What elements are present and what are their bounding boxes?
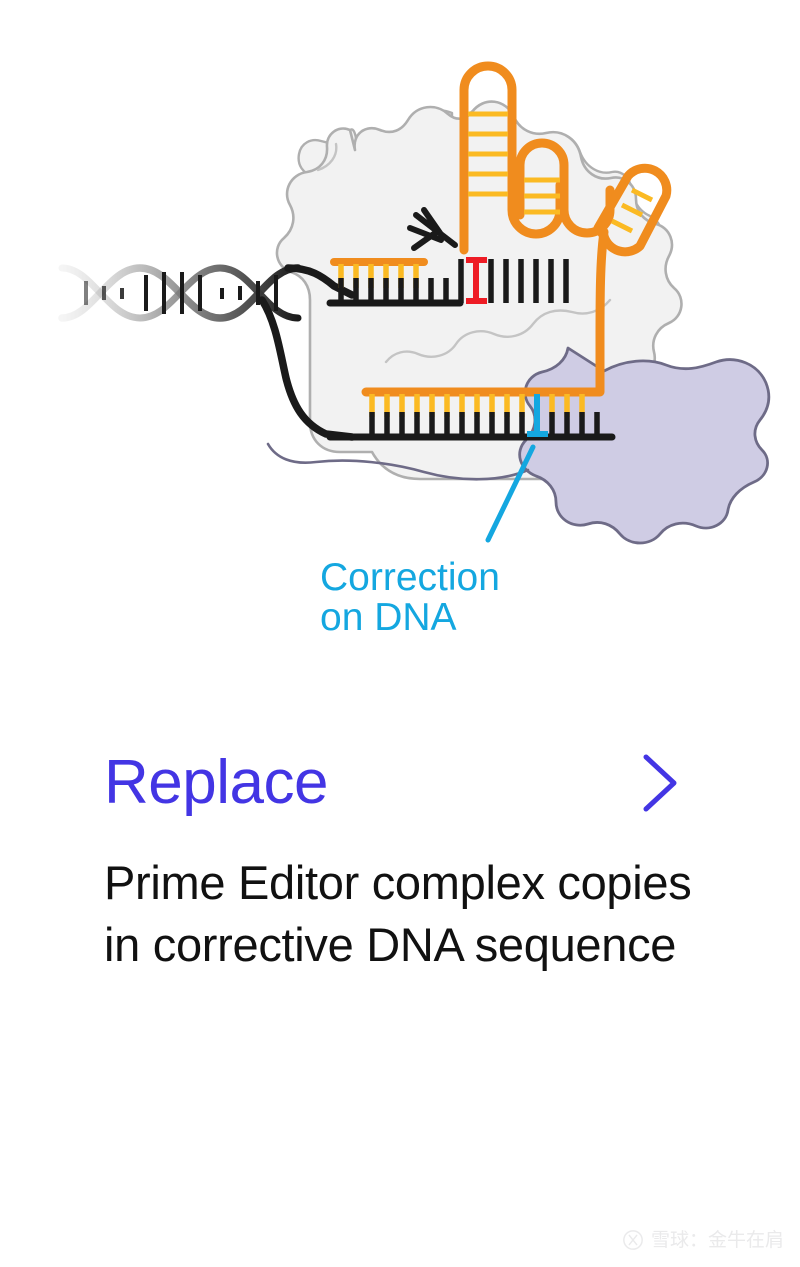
watermark: 雪球：金牛在肩 xyxy=(622,1229,784,1251)
page-title: Replace xyxy=(104,748,328,817)
dna-rungs-upper-bottom xyxy=(338,278,449,302)
correction-label-line1: Correction xyxy=(320,556,500,599)
chevron-right-icon[interactable] xyxy=(638,751,682,815)
xueqiu-logo-icon xyxy=(623,1230,643,1250)
upper-dna-duplex xyxy=(326,254,600,307)
pegrna-extension-backbone xyxy=(361,227,609,397)
dna-rungs-lower xyxy=(369,412,600,436)
pegrna-hairpin-3 xyxy=(593,163,672,257)
cas9-inner-contour xyxy=(316,142,612,364)
annotation-leader-line xyxy=(485,444,536,543)
replace-link-row[interactable]: Replace xyxy=(104,740,696,826)
dna-double-helix xyxy=(58,264,302,322)
lower-dna-duplex xyxy=(326,394,616,441)
mutation-marker xyxy=(466,257,487,304)
reverse-transcriptase-domain xyxy=(518,346,771,545)
dna-upper-entry xyxy=(284,264,356,299)
correction-label-line2: on DNA xyxy=(320,596,457,639)
displaced-dna-flap xyxy=(407,207,458,251)
watermark-text: 雪球：金牛在肩 xyxy=(650,1229,784,1251)
prime-editing-diagram: Correction on DNA xyxy=(58,61,771,639)
dna-lower-entry xyxy=(258,296,356,441)
dna-rungs-upper-right xyxy=(458,259,569,303)
caption-body-text: Prime Editor complex copies in correctiv… xyxy=(104,856,692,971)
correction-marker xyxy=(527,394,548,437)
rt-domain-tail xyxy=(266,442,530,481)
caption-block: Replace Prime Editor complex copies in c… xyxy=(0,740,800,976)
pegrna-hairpin-1 xyxy=(459,61,565,255)
